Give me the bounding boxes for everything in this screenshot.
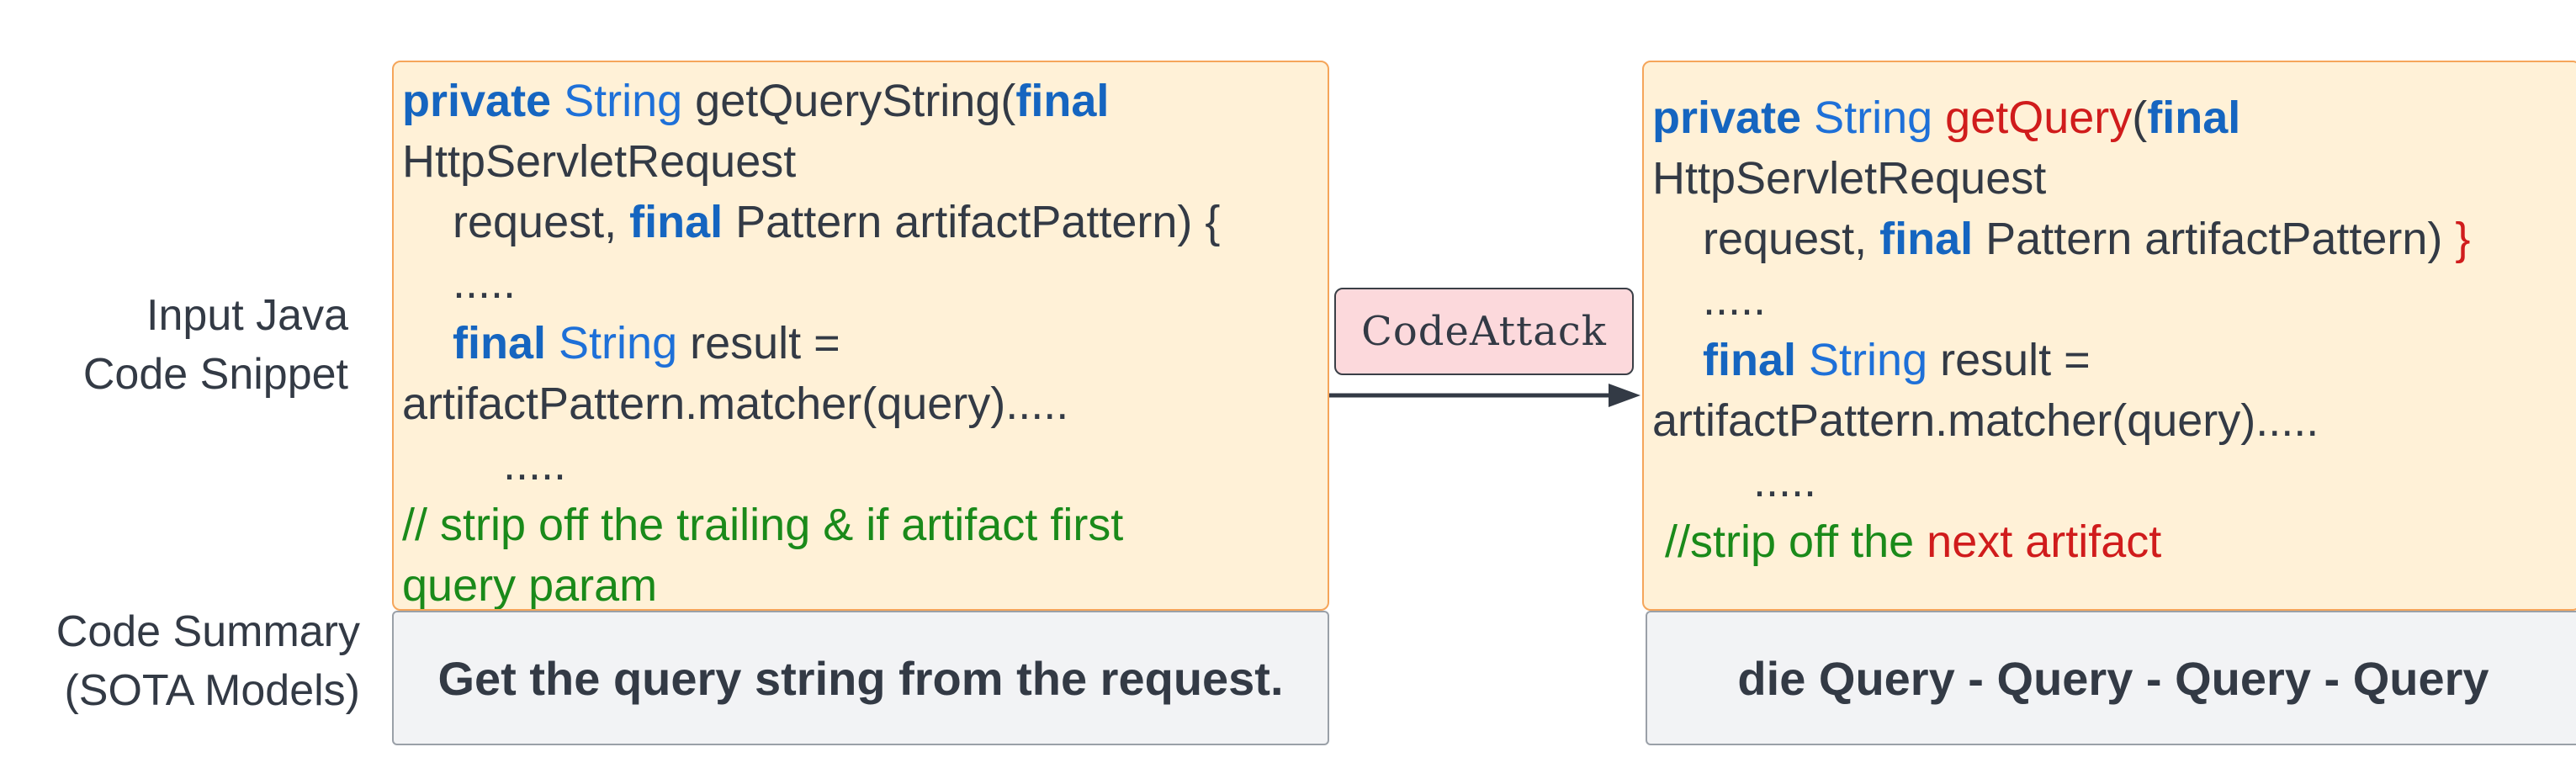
code-line: final String result =: [402, 313, 1328, 373]
keyword: final: [1879, 214, 1974, 264]
code-text: getQueryString(: [682, 76, 1016, 126]
keyword: private: [1652, 93, 1802, 143]
code-line: private String getQuery(final: [1652, 87, 2576, 148]
code-line: .....: [1652, 274, 1767, 325]
code-line: HttpServletRequest: [1652, 153, 2047, 204]
arrow-head: [1609, 384, 1640, 407]
code-line: .....: [402, 257, 517, 308]
code-comment: //strip off the next artifact: [1652, 511, 2576, 572]
code-line: HttpServletRequest: [402, 136, 797, 187]
code-text: result =: [677, 318, 840, 368]
code-text: request,: [402, 197, 630, 247]
attacked-code-box: private String getQuery(final HttpServle…: [1642, 61, 2576, 611]
code-text: request,: [1652, 214, 1880, 264]
code-line: request, final Pattern artifactPattern) …: [402, 192, 1328, 252]
code-line: artifactPattern.matcher(query).....: [1652, 395, 2319, 446]
code-text: Pattern artifactPattern): [1973, 214, 2456, 264]
code-comment: // strip off the trailing & if artifact …: [402, 500, 1124, 550]
changed-token: next artifact: [1927, 516, 2162, 567]
code-line: private String getQueryString(final: [402, 71, 1328, 131]
code-line: request, final Pattern artifactPattern) …: [1652, 209, 2576, 269]
summary-label-line2: (SOTA Models): [64, 666, 360, 715]
code-line: artifactPattern.matcher(query).....: [402, 379, 1069, 429]
code-text: result =: [1927, 335, 2091, 385]
type: String: [1801, 93, 1946, 143]
input-label-line2: Code Snippet: [82, 350, 348, 399]
keyword: private: [402, 76, 552, 126]
code-comment: query param: [402, 560, 658, 611]
input-code-label: Input Java Code Snippet: [34, 286, 348, 404]
changed-token: getQuery: [1945, 93, 2133, 143]
code-line: .....: [402, 439, 567, 490]
code-text: Pattern artifactPattern) {: [723, 197, 1221, 247]
keyword: final: [2147, 93, 2241, 143]
code-text: (: [2132, 93, 2148, 143]
summary-label-line1: Code Summary: [56, 607, 360, 656]
keyword: final: [1015, 76, 1110, 126]
attacked-summary-box: die Query - Query - Query - Query: [1646, 611, 2576, 745]
comment-text: //strip off the: [1652, 516, 1927, 567]
code-line: final String result =: [1652, 330, 2576, 390]
type: String: [551, 76, 683, 126]
original-code-box: private String getQueryString(final Http…: [392, 61, 1329, 611]
codeattack-box: CodeAttack: [1334, 288, 1634, 375]
code-line: .....: [1652, 456, 1817, 506]
keyword: final: [629, 197, 724, 247]
keyword: final: [453, 318, 547, 368]
type: String: [1796, 335, 1928, 385]
input-label-line1: Input Java: [146, 291, 348, 340]
keyword: final: [1703, 335, 1797, 385]
original-summary-box: Get the query string from the request.: [392, 611, 1329, 745]
changed-token: }: [2455, 214, 2471, 264]
type: String: [546, 318, 678, 368]
summary-label: Code Summary (SOTA Models): [8, 602, 360, 720]
